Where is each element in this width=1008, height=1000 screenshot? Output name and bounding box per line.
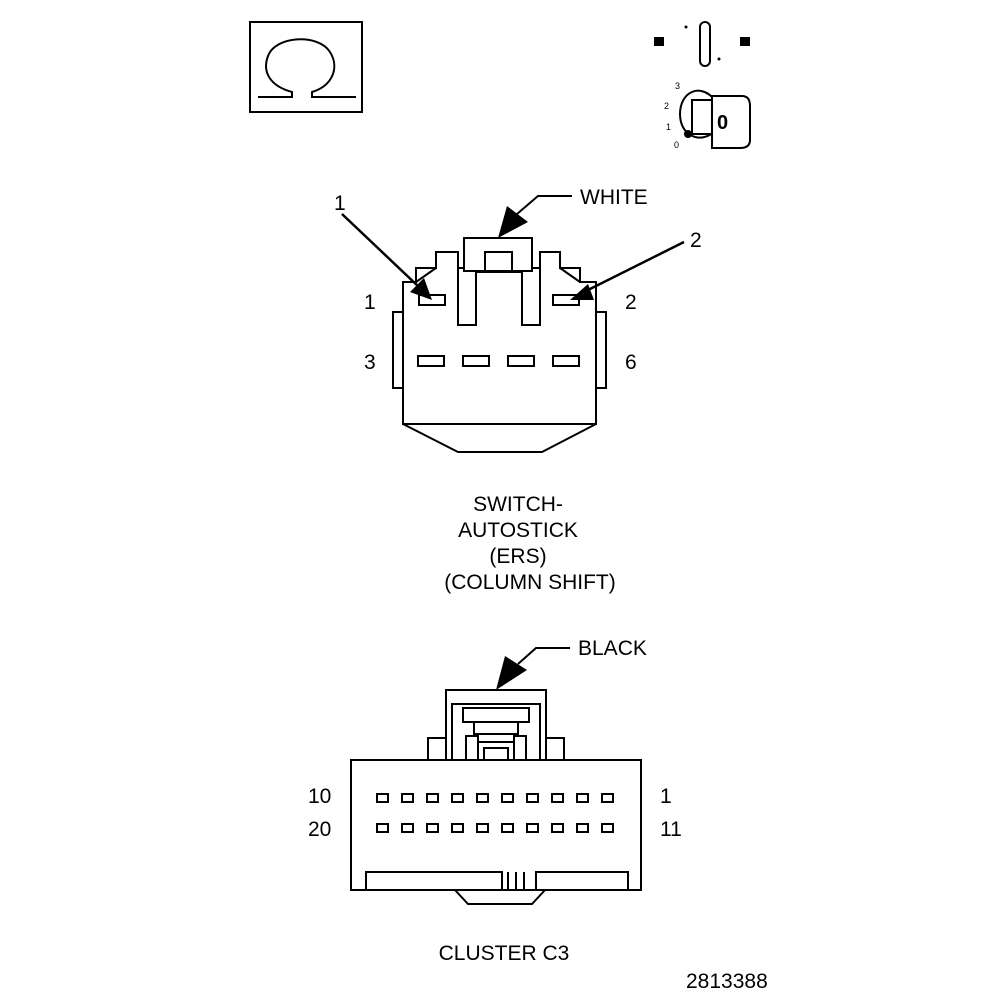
ignition-key-icon: 3 2 1 0 0 [654, 21, 751, 150]
pin-slot [552, 355, 580, 367]
cluster-pin-slot [551, 823, 564, 833]
black-leader-arrow [496, 647, 570, 690]
pin-label-2: 2 [625, 291, 637, 314]
cluster-pin-slot [576, 793, 589, 803]
key-label: 0 [717, 112, 728, 134]
cluster-pin-slot [501, 793, 514, 803]
cluster-pin-slot [401, 793, 414, 803]
pin-slot [418, 294, 446, 306]
switch-connector-caption: SWITCH- AUTOSTICK (ERS) (COLUMN SHIFT) [398, 492, 638, 596]
pin-label-10: 10 [308, 785, 331, 808]
cluster-pin-slot [601, 823, 614, 833]
cluster-pin-slot [576, 823, 589, 833]
pin-label-1: 1 [364, 291, 376, 314]
pin-slot [462, 355, 490, 367]
switch-connector [392, 237, 607, 453]
callout-2: 2 [690, 229, 702, 252]
cluster-pin-slot [551, 793, 564, 803]
cluster-pin-slot [526, 823, 539, 833]
cluster-pin-slot [451, 793, 464, 803]
pin-label-11: 11 [660, 818, 682, 841]
cluster-pin-slot [401, 823, 414, 833]
cluster-pin-slot [376, 823, 389, 833]
figure-number: 2813388 [686, 970, 768, 993]
caption-line: (ERS) [489, 545, 547, 568]
cluster-pin-slot [601, 793, 614, 803]
cluster-pin-grid [376, 793, 614, 833]
ignition-position-2: 2 [664, 101, 669, 111]
cluster-pin-slot [476, 793, 489, 803]
caption-line: AUTOSTICK [458, 519, 578, 542]
caption-line: (COLUMN SHIFT) [444, 571, 616, 594]
cluster-pin-slot [526, 793, 539, 803]
ohm-icon [249, 21, 363, 113]
ignition-position-1: 1 [666, 122, 671, 132]
pin-label-3: 3 [364, 351, 376, 374]
pin-slot [417, 355, 445, 367]
cluster-connector [350, 689, 642, 905]
cluster-pin-slot [476, 823, 489, 833]
cluster-connector-caption: CLUSTER C3 [438, 942, 570, 965]
caption-line: SWITCH- [473, 493, 563, 516]
cluster-color-label: BLACK [578, 637, 647, 660]
pin-label-1: 1 [660, 785, 672, 808]
callout-1: 1 [334, 192, 346, 215]
cluster-pin-slot [376, 793, 389, 803]
cluster-pin-slot [501, 823, 514, 833]
ignition-position-3: 3 [675, 81, 680, 91]
cluster-pin-slot [426, 793, 439, 803]
cluster-pin-slot [451, 823, 464, 833]
connector-color-label: WHITE [580, 186, 648, 209]
pin-label-6: 6 [625, 351, 637, 374]
cluster-pin-slot [426, 823, 439, 833]
pin-slot [507, 355, 535, 367]
white-leader-arrow [498, 195, 572, 238]
pin-label-20: 20 [308, 818, 331, 841]
ignition-position-0: 0 [674, 140, 679, 150]
